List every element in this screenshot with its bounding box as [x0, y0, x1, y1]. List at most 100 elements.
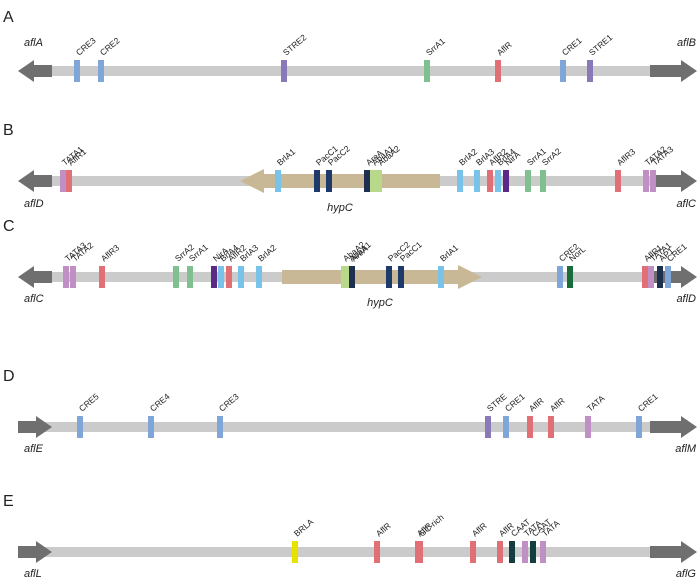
element-label: BrlA1: [275, 146, 298, 167]
element-marker-brla: [238, 266, 244, 288]
element-marker-caat: [509, 541, 515, 563]
element-marker-gc: [417, 541, 423, 563]
element-marker-brla: [256, 266, 262, 288]
element-marker-caat: [530, 541, 536, 563]
left-gene-label: aflE: [24, 443, 44, 455]
element-marker-area: [349, 266, 355, 288]
element-marker-aflr: [615, 170, 621, 192]
element-marker-brla: [292, 541, 298, 563]
hypc-gene-arrow: [282, 265, 482, 289]
element-marker-abaa: [341, 266, 347, 288]
element-marker-cre: [665, 266, 671, 288]
promoter-backbone: [36, 422, 666, 432]
element-marker-tata: [585, 416, 591, 438]
element-label: CRE3: [217, 391, 241, 413]
panel-letter: C: [3, 218, 15, 235]
element-marker-tata: [60, 170, 66, 192]
right-gene-label: aflB: [677, 37, 696, 49]
element-marker-aflr: [99, 266, 105, 288]
element-label: SrrA1: [424, 36, 447, 58]
element-marker-srra: [540, 170, 546, 192]
element-marker-cre: [560, 60, 566, 82]
element-marker-tata: [522, 541, 528, 563]
left-gene-label: aflL: [24, 568, 42, 580]
element-label: STRE2: [281, 32, 309, 57]
element-marker-aflr: [527, 416, 533, 438]
element-label: AflR: [527, 396, 546, 414]
hypc-gene-label: hypC: [367, 297, 393, 309]
element-marker-nira: [503, 170, 509, 192]
element-marker-tata: [648, 266, 654, 288]
element-marker-stre: [587, 60, 593, 82]
element-marker-brla: [438, 266, 444, 288]
left-gene-arrow: [18, 541, 52, 563]
element-marker-tata: [540, 541, 546, 563]
element-marker-pacc: [386, 266, 392, 288]
element-marker-srra: [187, 266, 193, 288]
element-marker-brla: [474, 170, 480, 192]
element-marker-tata: [650, 170, 656, 192]
hypc-gene-arrow: [240, 169, 440, 193]
element-marker-pacc: [314, 170, 320, 192]
element-label: AflR3: [99, 242, 122, 263]
element-marker-aflr: [548, 416, 554, 438]
element-marker-cre: [503, 416, 509, 438]
promoter-backbone: [36, 547, 666, 557]
element-label: CRE4: [148, 391, 172, 413]
right-gene-label: aflM: [675, 443, 697, 455]
element-label: AflR: [470, 521, 489, 539]
element-label: AflR3: [615, 146, 638, 167]
element-label: BrlA1: [438, 242, 461, 263]
element-marker-nira: [211, 266, 217, 288]
element-marker-area: [364, 170, 370, 192]
left-gene-label: aflD: [24, 198, 44, 210]
element-label: CRE1: [503, 391, 527, 413]
element-label: AflR: [374, 521, 393, 539]
element-marker-area: [657, 266, 663, 288]
element-label: AflR1: [66, 146, 89, 167]
element-marker-aflr: [226, 266, 232, 288]
element-marker-brla: [495, 170, 501, 192]
right-gene-label: aflC: [676, 198, 696, 210]
element-marker-cre: [557, 266, 563, 288]
element-label: STRE1: [587, 32, 615, 57]
element-marker-cre: [77, 416, 83, 438]
right-gene-label: aflD: [676, 293, 696, 305]
element-marker-aflr: [495, 60, 501, 82]
element-label: TATA: [585, 393, 607, 414]
element-marker-stre: [281, 60, 287, 82]
left-gene-arrow: [18, 416, 52, 438]
element-marker-cre: [98, 60, 104, 82]
element-marker-srra: [173, 266, 179, 288]
element-marker-srra: [424, 60, 430, 82]
element-label: CRE2: [98, 35, 122, 57]
left-gene-arrow: [18, 266, 52, 288]
element-marker-norl: [567, 266, 573, 288]
element-marker-tata: [63, 266, 69, 288]
element-marker-brla: [275, 170, 281, 192]
element-marker-cre: [636, 416, 642, 438]
right-gene-label: aflG: [676, 568, 697, 580]
element-marker-aflr: [374, 541, 380, 563]
element-label: CRE1: [560, 35, 584, 57]
element-marker-cre: [74, 60, 80, 82]
left-gene-arrow: [18, 60, 52, 82]
element-label: AflR: [495, 40, 514, 58]
element-label: CRE5: [77, 391, 101, 413]
element-marker-aflr: [487, 170, 493, 192]
panel-letter: D: [3, 368, 15, 385]
element-marker-aflr: [66, 170, 72, 192]
panel-letter: A: [3, 9, 14, 26]
left-gene-label: aflC: [24, 293, 44, 305]
right-gene-arrow: [650, 416, 697, 438]
left-gene-arrow: [18, 170, 52, 192]
element-marker-srra: [525, 170, 531, 192]
element-marker-cre: [217, 416, 223, 438]
element-label: CRE3: [74, 35, 98, 57]
